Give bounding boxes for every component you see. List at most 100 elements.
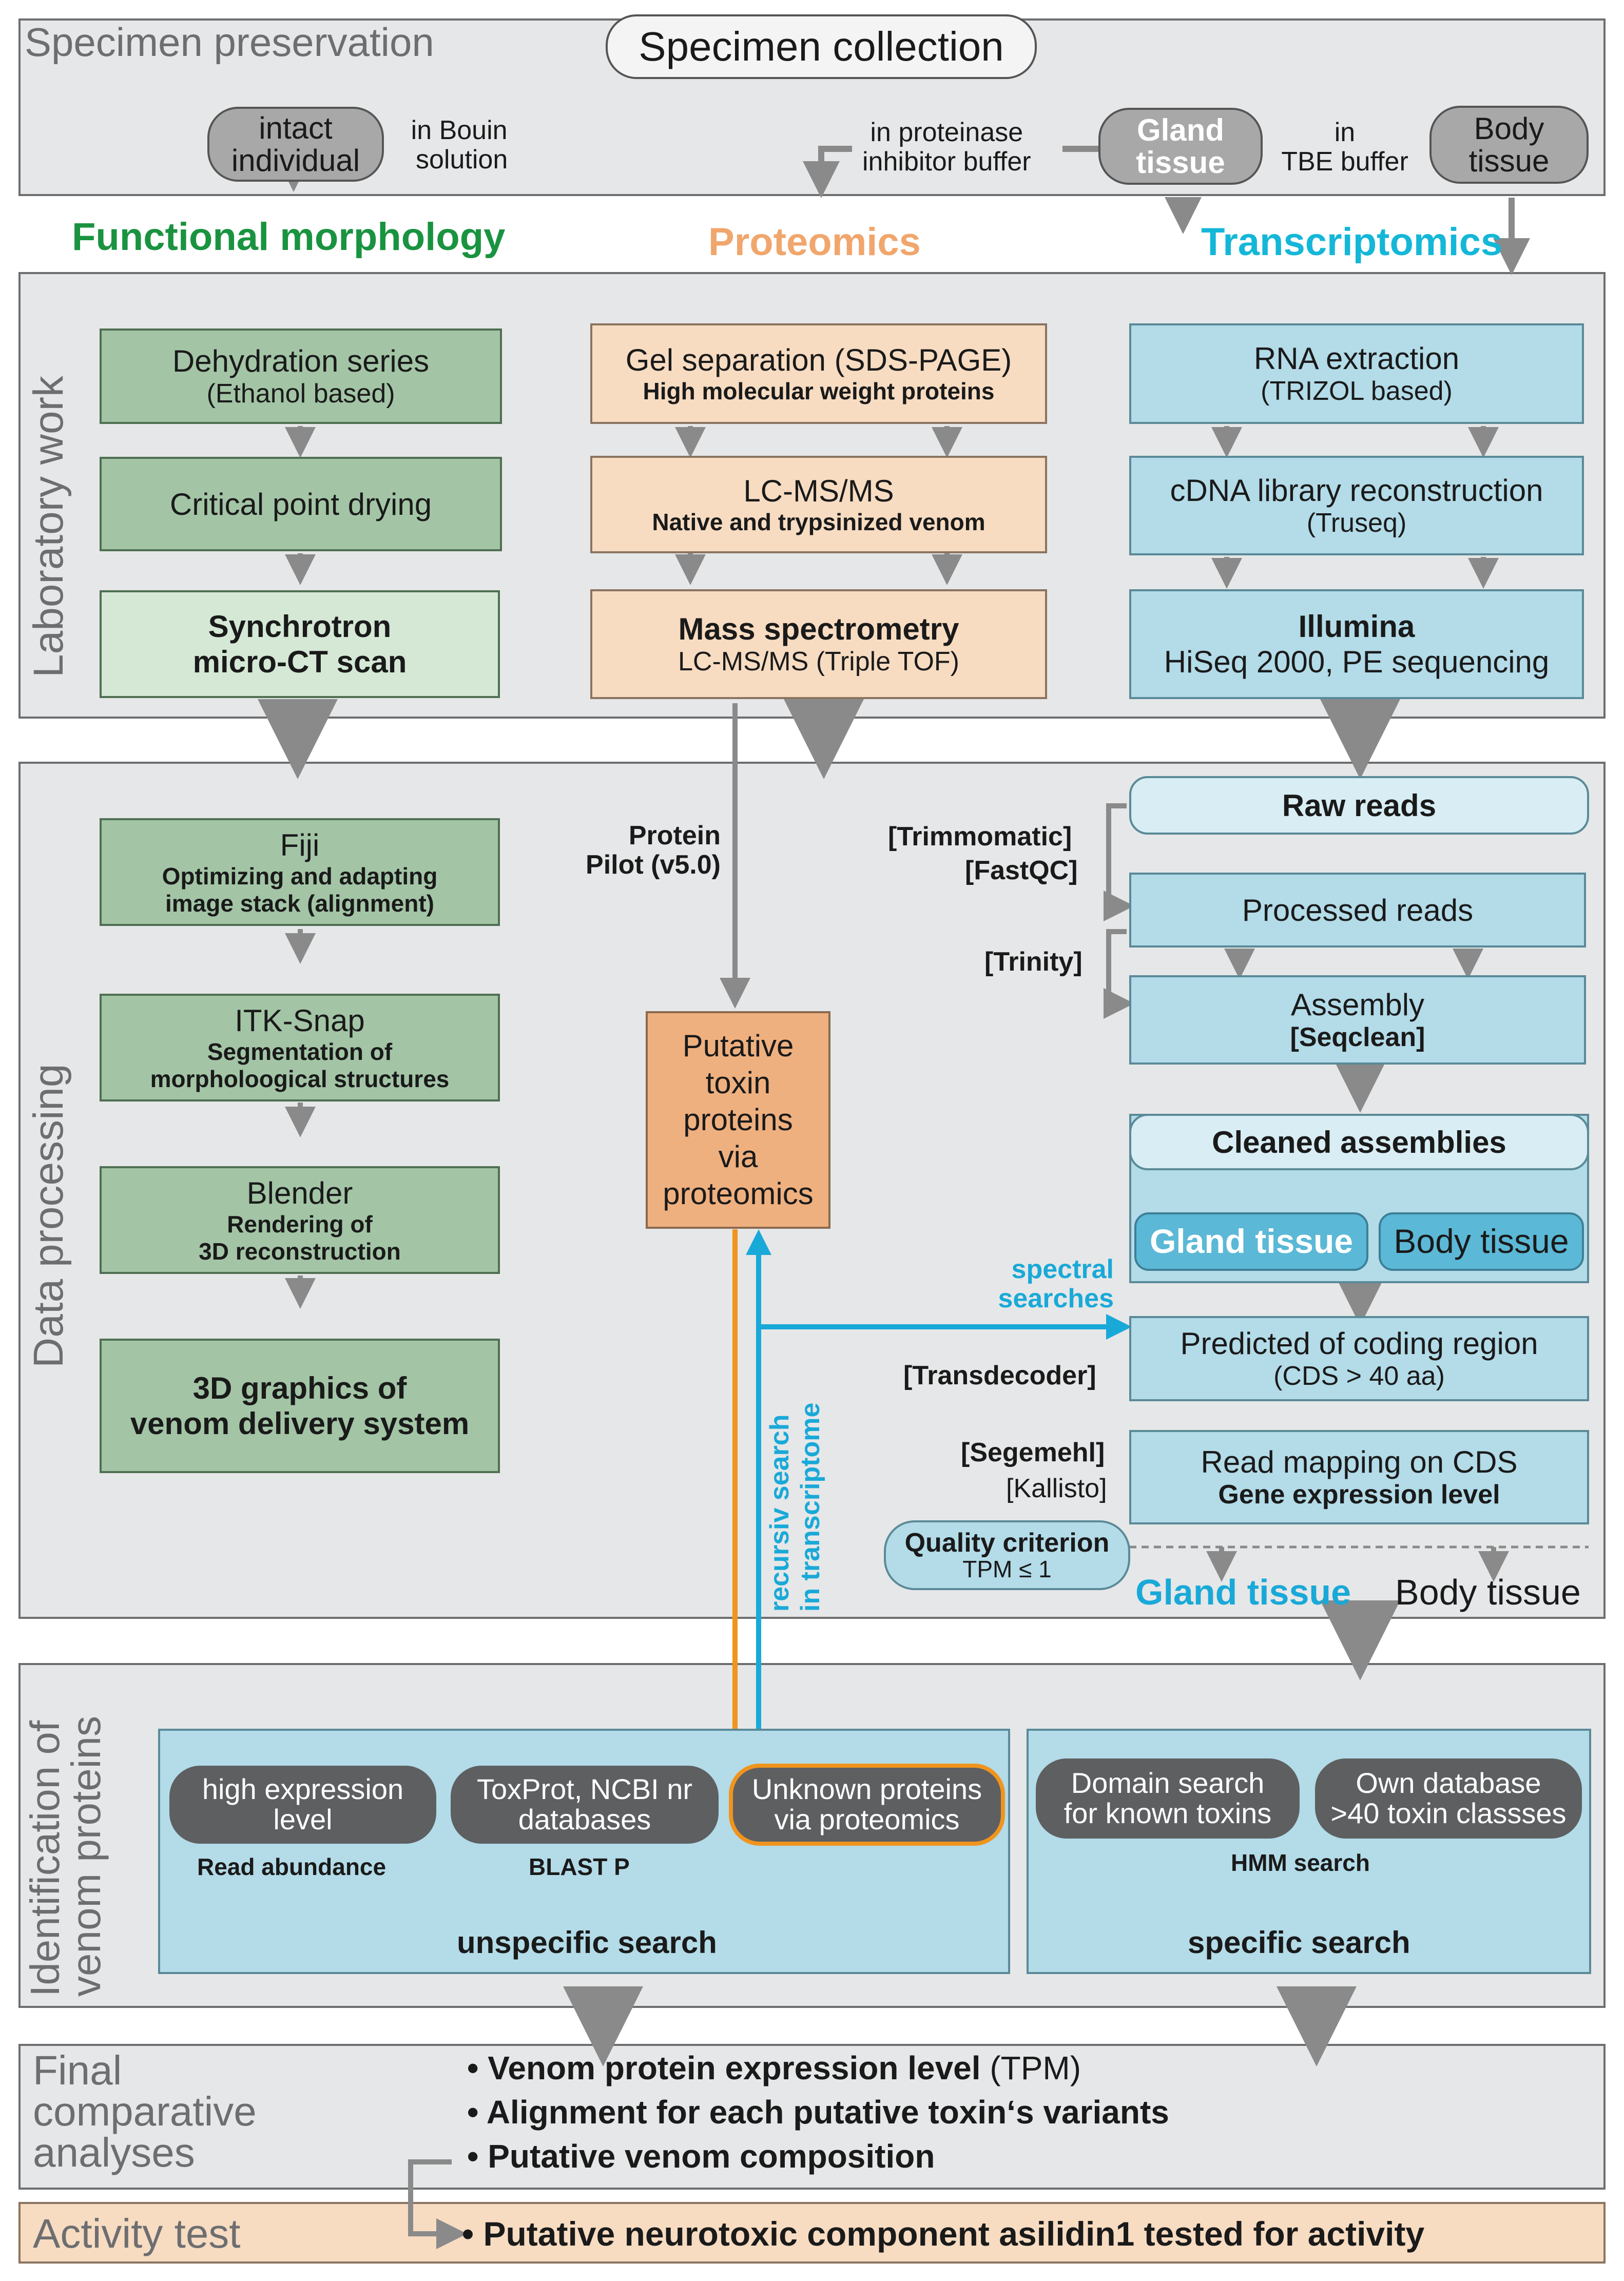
final-item-1-normal: (TPM) — [980, 2050, 1081, 2086]
unspecific-search-label: unspecific search — [457, 1925, 717, 1960]
blender-title: Blender — [246, 1175, 353, 1210]
3d-graphics-box: 3D graphics of venom delivery system — [100, 1339, 500, 1473]
activity-item: • Putative neurotoxic component asilidin… — [462, 2215, 1425, 2253]
cdna-box: cDNA library reconstruction (Truseq) — [1129, 456, 1584, 555]
specimen-collection-pill: Specimen collection — [606, 14, 1037, 79]
assembly-sub: [Seqclean] — [1290, 1022, 1425, 1052]
lcms-box: LC-MS/MS Native and trypsinized venom — [590, 456, 1047, 553]
functional-morphology-header: Functional morphology — [72, 215, 506, 259]
body-text: Body — [1474, 111, 1544, 146]
gland-tissue-tag: Gland tissue — [1134, 1212, 1368, 1271]
unknown-line-2: via proteomics — [774, 1803, 960, 1835]
high-expr-line-1: high expression — [202, 1773, 404, 1806]
assembly-box: Assembly [Seqclean] — [1129, 975, 1586, 1065]
identification-label: Identification of venom proteins — [22, 1716, 109, 1997]
individual-text: individual — [231, 143, 360, 178]
final-item-1-bold: • Venom protein expression level — [467, 2050, 981, 2086]
trinity-label: [Trinity] — [984, 947, 1082, 977]
trimmomatic-label: [Trimmomatic] — [888, 822, 1072, 852]
rna-extraction-box: RNA extraction (TRIZOL based) — [1129, 323, 1584, 424]
proteomics-header: Proteomics — [708, 220, 921, 264]
hmm-search-label: HMM search — [1231, 1849, 1370, 1876]
specimen-preservation-label: Specimen preservation — [25, 20, 434, 65]
assembly-title: Assembly — [1290, 987, 1425, 1022]
read-abundance-label: Read abundance — [197, 1853, 386, 1880]
spectral-searches-label: spectral searches — [965, 1254, 1114, 1314]
own-database-pill: Own database >40 toxin classses — [1315, 1758, 1582, 1839]
gland-tissue-text: tissue — [1136, 145, 1225, 180]
fiji-title: Fiji — [280, 827, 320, 862]
toxprot-line-1: ToxProt, NCBI nr — [476, 1773, 693, 1806]
body-tissue-pill: Body tissue — [1429, 106, 1589, 184]
recursiv-line-2: in transcriptome — [795, 1402, 825, 1612]
itk-title: ITK-Snap — [235, 1003, 365, 1038]
proteinase-text: in proteinase inhibitor buffer — [862, 118, 1031, 177]
predicted-sub: (CDS > 40 aa) — [1273, 1361, 1445, 1391]
intact-text: intact — [259, 111, 333, 145]
bouin-line-2: solution — [416, 145, 508, 175]
processed-reads-box: Processed reads — [1129, 873, 1586, 948]
body-tissue-text: tissue — [1468, 144, 1550, 178]
rna-title: RNA extraction — [1253, 341, 1460, 376]
raw-reads-pill: Raw reads — [1129, 776, 1589, 835]
trimmomatic-bracket — [1104, 803, 1134, 921]
protein-pilot-line-2: Pilot (v5.0) — [586, 850, 721, 880]
dehydration-title: Dehydration series — [172, 343, 430, 378]
gel-separation-box: Gel separation (SDS-PAGE) High molecular… — [590, 323, 1047, 424]
blender-box: Blender Rendering of 3D reconstruction — [100, 1166, 500, 1274]
final-item-1: • Venom protein expression level (TPM) — [467, 2050, 1081, 2086]
illumina-sub: HiSeq 2000, PE sequencing — [1164, 645, 1550, 679]
putative-line-5: proteomics — [663, 1176, 814, 1211]
body-tissue-tag-text: Body tissue — [1394, 1222, 1569, 1261]
dehydration-box: Dehydration series (Ethanol based) — [100, 328, 502, 424]
fiji-box: Fiji Optimizing and adapting image stack… — [100, 818, 500, 926]
cpd-text: Critical point drying — [169, 487, 432, 521]
synchrotron-line-1: Synchrotron — [208, 609, 392, 644]
high-expr-line-2: level — [273, 1803, 333, 1835]
mass-spectrometry-box: Mass spectrometry LC-MS/MS (Triple TOF) — [590, 589, 1047, 699]
body-tissue-tag: Body tissue — [1379, 1212, 1584, 1271]
spectral-line-2: searches — [998, 1284, 1114, 1314]
readmap-sub: Gene expression level — [1218, 1479, 1500, 1510]
predicted-title: Predicted of coding region — [1180, 1326, 1538, 1361]
proteinase-line-1: in proteinase — [870, 118, 1023, 147]
protein-pilot-label: Protein Pilot (v5.0) — [570, 821, 721, 880]
cleaned-assemblies-pill: Cleaned assemblies — [1129, 1114, 1589, 1170]
bouin-line-1: in Bouin — [411, 115, 508, 145]
bouin-text: in Bouin solution — [411, 115, 508, 175]
final-label-line-2: comparative — [33, 2089, 257, 2134]
illumina-title: Illumina — [1298, 609, 1415, 644]
final-to-activity-bracket — [408, 2159, 467, 2249]
illumina-box: Illumina HiSeq 2000, PE sequencing — [1129, 589, 1584, 699]
recursiv-line-1: recursiv search — [765, 1414, 795, 1612]
unknown-line-1: Unknown proteins — [751, 1773, 982, 1806]
fiji-sub-1: Optimizing and adapting — [162, 862, 438, 890]
toxprot-pill: ToxProt, NCBI nr databases — [451, 1766, 719, 1844]
body-tissue-bottom-label: Body tissue — [1395, 1572, 1581, 1612]
data-processing-label: Data processing — [25, 1064, 72, 1368]
toxprot-line-2: databases — [518, 1803, 651, 1835]
final-analyses-section — [18, 2044, 1606, 2190]
cdna-sub: (Truseq) — [1306, 508, 1407, 538]
graphics-line-2: venom delivery system — [130, 1406, 470, 1441]
blast-p-label: BLAST P — [529, 1853, 630, 1880]
fiji-sub-2: image stack (alignment) — [165, 890, 435, 917]
quality-title: Quality criterion — [904, 1528, 1110, 1558]
high-expression-pill: high expression level — [169, 1766, 436, 1844]
domain-line-2: for known toxins — [1064, 1797, 1272, 1829]
domain-line-1: Domain search — [1071, 1767, 1265, 1800]
identification-label-line-2: venom proteins — [63, 1716, 109, 1997]
putative-line-1: Putative — [682, 1029, 794, 1063]
putative-line-3: proteins — [683, 1103, 793, 1137]
gland-text: Gland — [1136, 113, 1224, 147]
putative-line-2: toxin — [705, 1066, 771, 1100]
quality-criterion-pill: Quality criterion TPM ≤ 1 — [884, 1520, 1130, 1590]
quality-sub: TPM ≤ 1 — [962, 1556, 1052, 1583]
graphics-line-1: 3D graphics of — [192, 1371, 407, 1405]
lcms-title: LC-MS/MS — [743, 474, 894, 509]
unknown-proteins-pill: Unknown proteins via proteomics — [729, 1764, 1005, 1846]
processed-reads-text: Processed reads — [1242, 893, 1474, 927]
itk-sub-2: morpholoogical structures — [150, 1065, 450, 1092]
cpd-box: Critical point drying — [100, 457, 502, 551]
